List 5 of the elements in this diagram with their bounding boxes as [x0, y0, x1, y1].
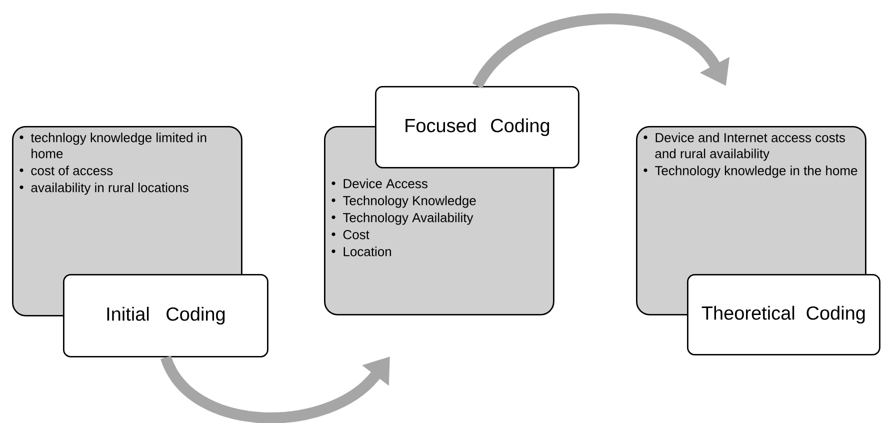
curved-arrow — [160, 355, 390, 423]
stage-box: Theoretical Coding — [687, 274, 880, 356]
curved-arrow — [472, 14, 730, 90]
stage-box: Focused Coding — [375, 86, 580, 168]
stage-box: Initial Coding — [63, 274, 268, 358]
